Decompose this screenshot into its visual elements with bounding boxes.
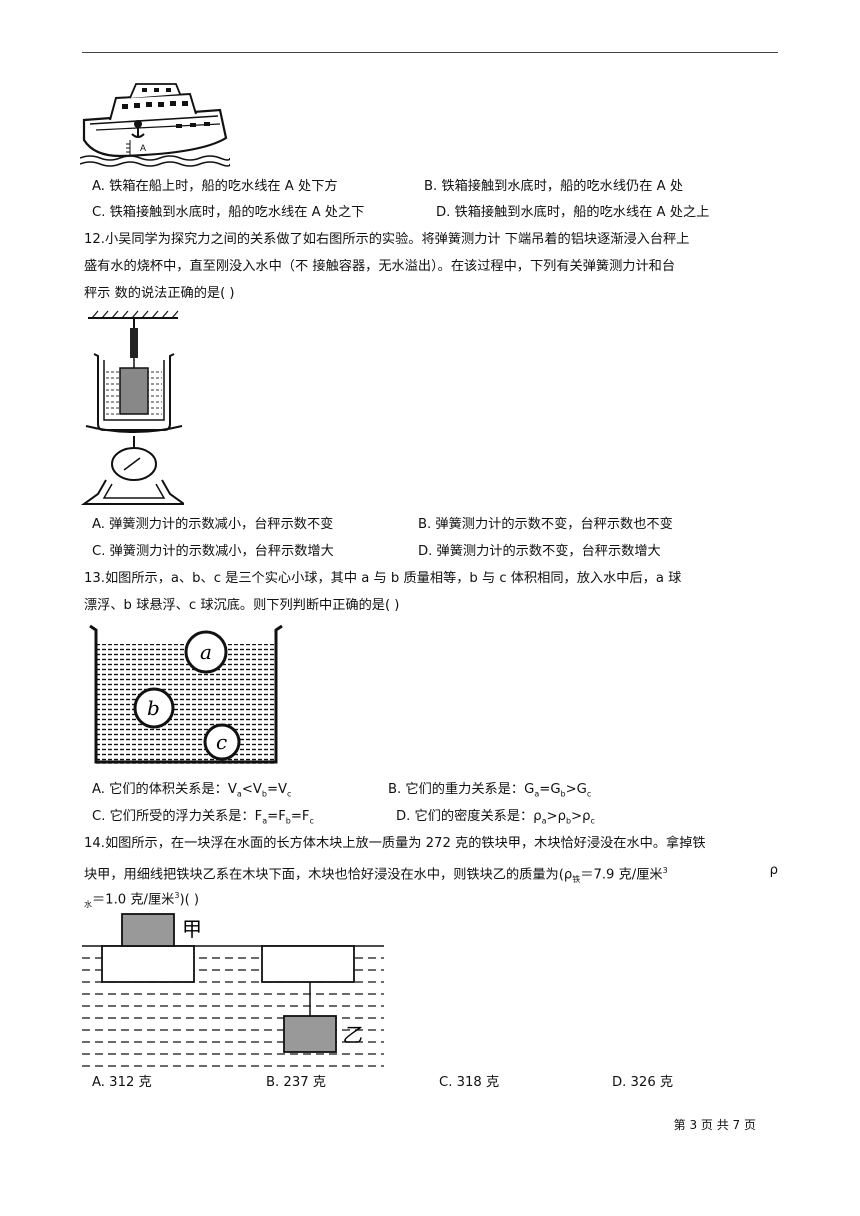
- spring-scale-figure: [80, 308, 184, 508]
- ship-label-a: A: [140, 143, 146, 153]
- wood-iron-figure: 甲 乙: [82, 912, 384, 1068]
- header-rule: [82, 52, 778, 53]
- ball-label-b: b: [147, 696, 160, 720]
- q11-option-c[interactable]: C. 铁箱接触到水底时，船的吃水线在 A 处之下: [92, 205, 365, 220]
- q13-line1: 13.如图所示，a、b、c 是三个实心小球，其中 a 与 b 质量相等，b 与 …: [84, 571, 682, 586]
- q14-tail: )( ): [179, 892, 200, 908]
- q12-line3: 秤示 数的说法正确的是( ): [84, 286, 235, 301]
- rho-water-value: ＝1.0 克/厘米: [92, 892, 175, 908]
- ball-label-a: a: [200, 640, 212, 664]
- q13-option-d[interactable]: D. 它们的密度关系是：ρa>ρb>ρc: [396, 809, 595, 826]
- q12-line1: 12.小吴同学为探究力之间的关系做了如右图所示的实验。将弹簧测力计 下端吊着的铝…: [84, 232, 690, 247]
- page-footer: 第 3 页 共 7 页: [673, 1118, 756, 1132]
- label-jia: 甲: [182, 917, 202, 941]
- q14-option-c[interactable]: C. 318 克: [439, 1075, 500, 1090]
- q13-option-b[interactable]: B. 它们的重力关系是：Ga=Gb>Gc: [388, 782, 592, 799]
- ball-label-c: c: [216, 730, 227, 754]
- q14-line2: 块甲，用细线把铁块乙系在木块下面，木块也恰好浸没在水中，则铁块乙的质量为(ρ铁＝…: [84, 863, 778, 885]
- rho-iron-value: ＝7.9 克/厘米: [580, 867, 663, 883]
- q13-option-c[interactable]: C. 它们所受的浮力关系是：Fa=Fb=Fc: [92, 809, 314, 826]
- q14-line2-text: 块甲，用细线把铁块乙系在木块下面，木块也恰好浸没在水中，则铁块乙的质量为(ρ: [84, 867, 573, 883]
- q13-option-b-text: B. 它们的重力关系是：: [388, 782, 525, 797]
- q11-option-a[interactable]: A. 铁箱在船上时，船的吃水线在 A 处下方: [92, 179, 338, 194]
- q13-option-c-text: C. 它们所受的浮力关系是：: [92, 809, 255, 824]
- q13-option-d-text: D. 它们的密度关系是：: [396, 809, 534, 824]
- q14-line1: 14.如图所示，在一块浮在水面的长方体木块上放一质量为 272 克的铁块甲，木块…: [84, 836, 706, 851]
- q12-option-d[interactable]: D. 弹簧测力计的示数不变，台秤示数增大: [418, 544, 661, 559]
- q11-option-b[interactable]: B. 铁箱接触到水底时，船的吃水线仍在 A 处: [424, 179, 684, 194]
- q12-option-b[interactable]: B. 弹簧测力计的示数不变，台秤示数也不变: [418, 517, 673, 532]
- three-balls-figure: a b c: [89, 624, 283, 764]
- q13-option-a[interactable]: A. 它们的体积关系是：Va<Vb=Vc: [92, 782, 292, 799]
- q14-option-d[interactable]: D. 326 克: [612, 1075, 674, 1090]
- label-yi: 乙: [342, 1023, 362, 1047]
- q14-option-b[interactable]: B. 237 克: [266, 1075, 326, 1090]
- ship-figure: A: [80, 80, 230, 170]
- q14-line3: 水＝1.0 克/厘米3)( ): [84, 891, 200, 910]
- q13-line2: 漂浮、b 球悬浮、c 球沉底。则下列判断中正确的是( ): [84, 598, 400, 613]
- rho-water-sub: 水: [84, 900, 92, 910]
- q12-line2: 盛有水的烧杯中，直至刚没入水中（不 接触容器，无水溢出）。在该过程中，下列有关弹…: [84, 259, 676, 274]
- q11-option-d[interactable]: D. 铁箱接触到水底时，船的吃水线在 A 处之上: [436, 205, 710, 220]
- rho-water-symbol: ρ: [769, 863, 778, 878]
- q14-option-a[interactable]: A. 312 克: [92, 1075, 152, 1090]
- q12-option-a[interactable]: A. 弹簧测力计的示数减小，台秤示数不变: [92, 517, 334, 532]
- q12-option-c[interactable]: C. 弹簧测力计的示数减小，台秤示数增大: [92, 544, 334, 559]
- q13-option-a-text: A. 它们的体积关系是：: [92, 782, 228, 797]
- rho-iron-sub: 铁: [572, 875, 581, 885]
